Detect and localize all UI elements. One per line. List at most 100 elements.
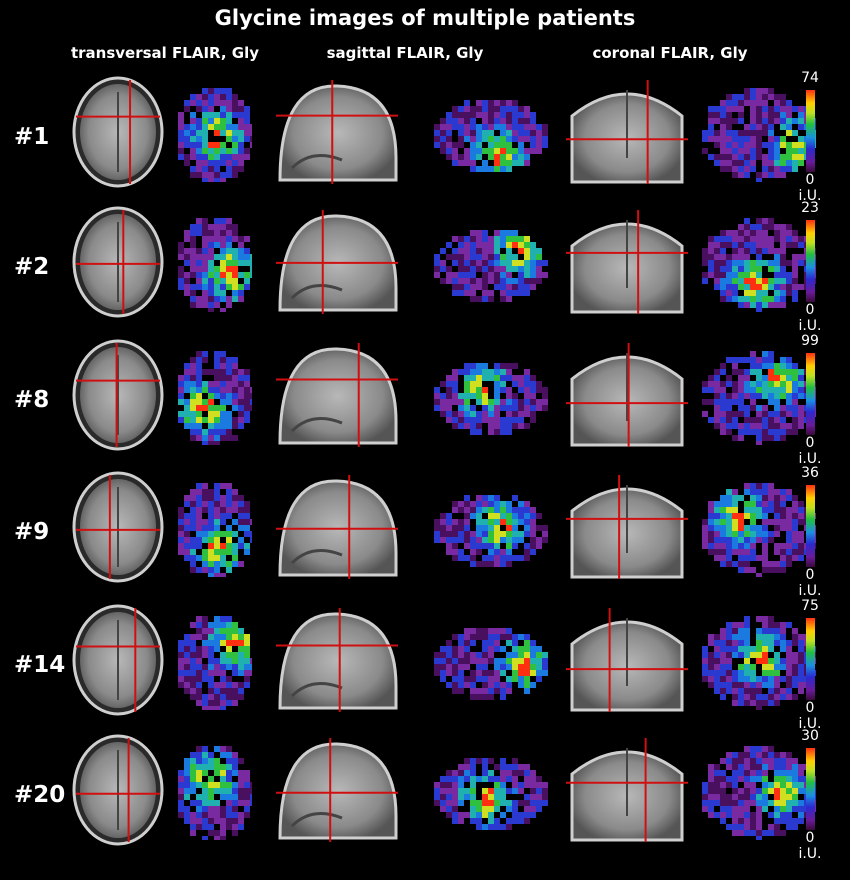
- glycine-sag-map: [434, 363, 548, 435]
- panel-cor-mri: [562, 604, 692, 720]
- panel-sag-mri: [272, 206, 402, 322]
- colorbar-max: 74: [801, 70, 819, 86]
- patient-label: #2: [14, 254, 50, 280]
- colorbar-unit: i.U.: [798, 188, 822, 204]
- colorbar-min: 0: [805, 172, 815, 188]
- flair-sag-image: [276, 210, 398, 314]
- flair-trans-image: [72, 604, 164, 716]
- colorbar-max: 75: [801, 598, 819, 614]
- glycine-sag-map: [434, 495, 548, 567]
- colorbar: [806, 90, 815, 172]
- colorbar-max: 99: [801, 333, 819, 349]
- panel-sag-mri: [272, 76, 402, 192]
- panel-trans-mri: [72, 339, 164, 455]
- glycine-cor-map: [702, 746, 816, 842]
- colorbar: [806, 353, 815, 435]
- flair-sag-image: [276, 608, 398, 712]
- patient-label: #20: [14, 782, 66, 808]
- figure-title: Glycine images of multiple patients: [214, 6, 636, 30]
- panel-cor-mri: [562, 339, 692, 455]
- glycine-cor-map: [702, 88, 816, 184]
- panel-cor-gly: [696, 740, 816, 844]
- colorbar-unit: i.U.: [798, 451, 822, 467]
- colorbar-unit: i.U.: [798, 583, 822, 599]
- flair-cor-image: [566, 343, 688, 447]
- colorbar: [806, 220, 815, 302]
- flair-cor-image: [566, 738, 688, 842]
- glycine-trans-map: [178, 616, 256, 712]
- panel-trans-gly: [172, 212, 256, 316]
- colorbar-min: 0: [805, 302, 815, 318]
- flair-sag-image: [276, 475, 398, 579]
- panel-trans-mri: [72, 471, 164, 587]
- glycine-sag-map: [434, 100, 548, 172]
- flair-cor-image: [566, 608, 688, 712]
- panel-sag-gly: [428, 477, 548, 581]
- panel-sag-mri: [272, 471, 402, 587]
- panel-trans-mri: [72, 604, 164, 720]
- panel-sag-gly: [428, 740, 548, 844]
- panel-cor-mri: [562, 471, 692, 587]
- glycine-trans-map: [178, 88, 256, 184]
- glycine-sag-map: [434, 628, 548, 700]
- colorbar-max: 36: [801, 465, 819, 481]
- flair-cor-image: [566, 210, 688, 314]
- glycine-sag-map: [434, 230, 548, 302]
- panel-trans-mri: [72, 76, 164, 192]
- colorbar-unit: i.U.: [798, 318, 822, 334]
- flair-trans-image: [72, 76, 164, 188]
- patient-label: #14: [14, 652, 66, 678]
- panel-sag-gly: [428, 212, 548, 316]
- panel-cor-mri: [562, 206, 692, 322]
- glycine-cor-map: [702, 483, 816, 579]
- panel-trans-gly: [172, 610, 256, 714]
- colorbar-min: 0: [805, 435, 815, 451]
- colorbar-min: 0: [805, 830, 815, 846]
- flair-trans-image: [72, 734, 164, 846]
- panel-cor-gly: [696, 82, 816, 186]
- colorbar-min: 0: [805, 700, 815, 716]
- panel-cor-gly: [696, 345, 816, 449]
- panel-sag-mri: [272, 339, 402, 455]
- flair-sag-image: [276, 80, 398, 184]
- panel-sag-mri: [272, 734, 402, 850]
- colorbar: [806, 748, 815, 830]
- glycine-cor-map: [702, 351, 816, 447]
- panel-cor-mri: [562, 734, 692, 850]
- panel-trans-gly: [172, 477, 256, 581]
- patient-label: #1: [14, 124, 50, 150]
- glycine-trans-map: [178, 483, 256, 579]
- panel-trans-mri: [72, 206, 164, 322]
- flair-trans-image: [72, 339, 164, 451]
- patient-label: #8: [14, 387, 50, 413]
- flair-trans-image: [72, 206, 164, 318]
- colorbar-min: 0: [805, 567, 815, 583]
- colorbar-unit: i.U.: [798, 846, 822, 862]
- panel-sag-gly: [428, 345, 548, 449]
- panel-trans-mri: [72, 734, 164, 850]
- panel-trans-gly: [172, 740, 256, 844]
- colorbar-max: 30: [801, 728, 819, 744]
- colorbar: [806, 618, 815, 700]
- colorbar-unit: i.U.: [798, 716, 822, 732]
- glycine-cor-map: [702, 616, 816, 712]
- panel-trans-gly: [172, 345, 256, 449]
- flair-cor-image: [566, 475, 688, 579]
- glycine-trans-map: [178, 746, 256, 842]
- patient-label: #9: [14, 519, 50, 545]
- panel-sag-gly: [428, 82, 548, 186]
- flair-cor-image: [566, 80, 688, 184]
- panel-cor-gly: [696, 212, 816, 316]
- glycine-sag-map: [434, 758, 548, 830]
- flair-sag-image: [276, 343, 398, 447]
- colorbar-max: 23: [801, 200, 819, 216]
- glycine-trans-map: [178, 218, 256, 314]
- panel-sag-gly: [428, 610, 548, 714]
- panel-sag-mri: [272, 604, 402, 720]
- panel-trans-gly: [172, 82, 256, 186]
